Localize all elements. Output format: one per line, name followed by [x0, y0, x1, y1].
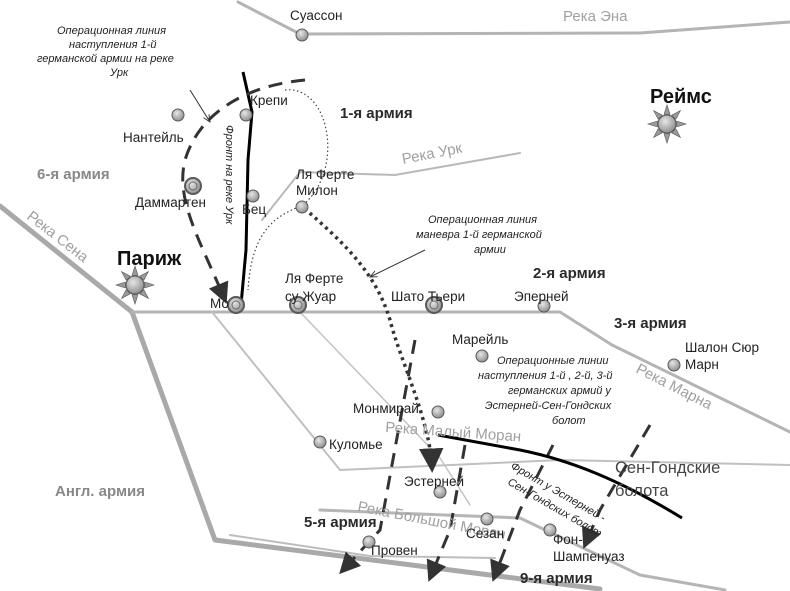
svg-text:армии: армии: [474, 244, 506, 256]
marker-meaux: [227, 296, 245, 314]
svg-text:Операционная линия: Операционная линия: [428, 214, 537, 226]
note-ourcq-front: Фронт на реке Урк: [223, 125, 235, 225]
label-mareuil: Марейль: [452, 332, 508, 347]
river-aisne: [236, 0, 790, 36]
reims-sun-icon: [647, 104, 687, 144]
svg-text:болот: болот: [552, 415, 586, 427]
marker-epernay: [537, 299, 551, 313]
label-paris: Париж: [117, 248, 182, 270]
marker-chateau-thierry: [425, 296, 443, 314]
label-river-aisne: Река Эна: [563, 8, 628, 25]
marker-crepy: [239, 108, 253, 122]
label-sezanne: Сезан: [466, 526, 504, 541]
label-epernay: Эперней: [514, 289, 569, 304]
label-river-petit-morin: Река Малый Моран: [385, 419, 522, 445]
label-provins: Провен: [371, 543, 418, 558]
label-british-army: Англ. армия: [55, 483, 145, 500]
city-markers: [171, 28, 681, 549]
marker-dammartin-inner: [188, 181, 198, 191]
river-marne: [130, 310, 790, 434]
note-operational: Операционные линии наступления 1-й , 2-й…: [478, 355, 613, 427]
marker-chalons: [667, 358, 681, 372]
label-sixth-army: 6-я армия: [37, 166, 110, 183]
label-river-seine: Река Сена: [24, 208, 92, 267]
label-swamps-1: Сен-Гондские: [615, 459, 720, 477]
label-chateau-thierry: Шато Тьери: [391, 289, 465, 304]
marker-meaux-inner: [231, 300, 241, 310]
svg-text:Эстерней-Сен-Гондских: Эстерней-Сен-Гондских: [485, 400, 612, 412]
operational-advance-lines: [339, 339, 652, 582]
first-army-ourcq-advance: [181, 78, 306, 304]
road-provins: [229, 534, 496, 559]
label-esternay: Эстерней: [404, 474, 464, 489]
river-grand-morin: [318, 508, 727, 591]
marker-chateau-thierry-inner: [429, 300, 439, 310]
label-montmirail: Монмирай: [353, 401, 419, 416]
marker-soissons: [295, 28, 309, 42]
river-petit-morin: [211, 311, 790, 471]
marker-betz: [246, 189, 260, 203]
label-ninth-army: 9-я армия: [520, 570, 593, 587]
label-dammartin: Даммартен: [135, 195, 206, 210]
svg-text:маневра 1-й германской: маневра 1-й германской: [416, 229, 542, 241]
label-betz: Бец: [242, 202, 266, 217]
ourcq-front-line: [239, 71, 254, 306]
svg-text:Операционные линии: Операционные линии: [497, 355, 608, 367]
marker-ferte-jouarre-inner: [293, 300, 303, 310]
marker-ferte-milon: [295, 200, 309, 214]
label-coulommiers: Куломье: [329, 437, 383, 452]
label-crepy: Крепи: [250, 93, 288, 108]
label-fere-1: Фон-: [553, 532, 583, 547]
svg-text:Операционная линия: Операционная линия: [57, 25, 166, 37]
marker-nanteuil: [171, 108, 185, 122]
svg-text:германских армий у: германских армий у: [508, 385, 612, 397]
label-third-army: 3-я армия: [614, 315, 687, 332]
marker-sezanne: [480, 512, 494, 526]
paris-sun-icon: [115, 265, 155, 305]
svg-text:Урк: Урк: [109, 67, 129, 79]
label-meaux: Мо: [210, 296, 229, 311]
label-soissons: Суассон: [290, 8, 342, 23]
marker-ferte-jouarre: [289, 296, 307, 314]
label-reims: Реймс: [650, 86, 712, 108]
dotted-connectors: [247, 89, 329, 291]
marker-fere: [543, 523, 557, 537]
note-ourcq-line: Операционная линия наступления 1-й герма…: [37, 25, 174, 79]
marker-mareuil: [475, 349, 489, 363]
label-second-army: 2-я армия: [533, 265, 606, 282]
marker-provins: [362, 535, 376, 549]
marker-dammartin: [184, 177, 202, 195]
label-ferte-milon-1: Ля Ферте: [296, 167, 354, 182]
label-first-army: 1-я армия: [340, 105, 413, 122]
label-nanteuil: Нантейль: [123, 130, 184, 145]
label-chalons-2: Марн: [685, 357, 719, 372]
label-fifth-army: 5-я армия: [304, 514, 377, 531]
marker-esternay: [433, 485, 447, 499]
label-ferte-milon-2: Милон: [296, 183, 338, 198]
esternay-front-line: [437, 433, 683, 520]
label-ferte-jouarre-2: су Жуар: [285, 289, 336, 304]
river-seine: [0, 203, 603, 591]
svg-text:наступления 1-й: наступления 1-й: [69, 39, 156, 51]
label-ferte-jouarre-1: Ля Ферте: [285, 271, 343, 286]
annotation-arrows: [189, 89, 426, 277]
label-swamps-2: болота: [615, 482, 669, 500]
marker-montmirail: [431, 405, 445, 419]
label-chalons-1: Шалон Сюр: [685, 340, 759, 355]
river-ourcq: [261, 152, 521, 221]
label-fere-2: Шампенуаз: [553, 549, 625, 564]
maneuver-line: [301, 205, 444, 473]
note-maneuver: Операционная линия маневра 1-й германско…: [416, 214, 542, 256]
svg-text:наступления 1-й , 2-й, 3-й: наступления 1-й , 2-й, 3-й: [478, 370, 613, 382]
svg-text:германской армии на реке: германской армии на реке: [37, 53, 174, 65]
marker-coulommiers: [313, 435, 327, 449]
